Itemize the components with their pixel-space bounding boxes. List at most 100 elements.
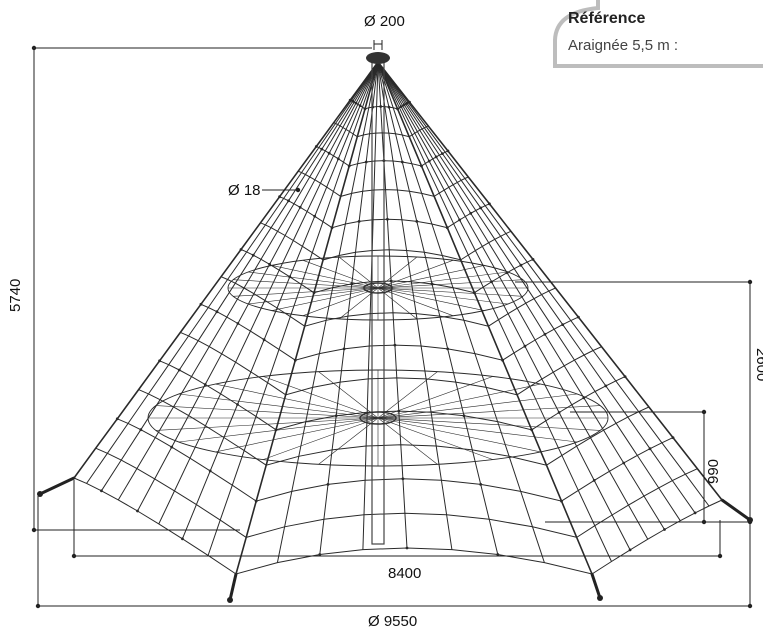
rope-knot <box>560 499 563 503</box>
radial-rope <box>235 61 379 575</box>
anchor-front-right <box>590 573 603 601</box>
rope-knot <box>181 537 184 541</box>
rope-knot <box>488 202 491 206</box>
rope-knot <box>139 428 143 432</box>
radial-rope <box>377 61 681 521</box>
platform-spoke <box>262 417 379 460</box>
platform-spoke <box>377 417 578 443</box>
rope-knot <box>268 262 271 266</box>
rope-knot <box>445 226 449 230</box>
platform-spoke <box>377 287 508 305</box>
rope-knot <box>262 338 266 342</box>
rope-knot <box>287 199 290 203</box>
rope-knot <box>469 211 473 215</box>
rope-knot <box>405 546 409 550</box>
dimension-lines <box>32 40 752 607</box>
rope-knot <box>408 100 411 104</box>
anchor-left <box>37 476 75 497</box>
reference-title: Référence <box>568 10 646 27</box>
rope-knot <box>199 302 203 306</box>
ring-rope <box>73 477 723 575</box>
platform-spoke <box>262 376 379 419</box>
radial-rope <box>117 61 379 501</box>
rope-knot <box>519 263 523 267</box>
rope-knot <box>298 205 302 209</box>
upper-ring <box>363 282 393 294</box>
platform-spoke <box>377 405 601 419</box>
ring-rope <box>333 122 429 138</box>
rope-knot <box>351 99 355 103</box>
rope-diameter-label: Ø 18 <box>228 182 261 199</box>
base-width-label: 8400 <box>388 565 421 582</box>
dimension-endpoints <box>31 45 753 609</box>
top-diameter-label: Ø 200 <box>364 13 405 30</box>
platform-spoke <box>215 383 379 419</box>
platform-spoke <box>271 265 379 289</box>
rope-knot <box>427 159 431 163</box>
platform-spoke <box>377 287 454 316</box>
rope-knot <box>239 248 243 251</box>
rope-knot <box>254 499 258 503</box>
rope-knot <box>496 553 500 556</box>
platform-spoke <box>233 287 379 297</box>
rope-knot <box>441 152 444 156</box>
rope-knot <box>577 315 580 319</box>
rope-knot <box>158 359 162 363</box>
rope-knot <box>358 104 362 107</box>
anchor-right <box>721 498 753 523</box>
rope-knot <box>628 548 632 552</box>
ring-height-label: 990 <box>705 459 722 484</box>
rope-knot <box>648 447 652 451</box>
rope-knot <box>357 220 361 223</box>
rope-knot <box>501 358 504 362</box>
rope-knot <box>420 164 423 168</box>
rope-knot <box>203 383 207 386</box>
rope-knot <box>393 343 397 347</box>
rope-knot <box>561 323 565 326</box>
ring-rope <box>220 276 556 327</box>
platform-spoke <box>318 371 379 419</box>
rope-knot <box>363 107 367 111</box>
rope-knot <box>479 483 483 486</box>
platform-spoke <box>377 417 494 460</box>
rope-knot <box>170 445 174 449</box>
rope-knot <box>330 226 334 230</box>
rope-knot <box>177 368 181 372</box>
platform-spoke <box>178 393 379 419</box>
platform-spoke <box>377 376 494 419</box>
rope-knot <box>348 98 352 102</box>
platform-spoke <box>377 417 541 453</box>
rope-knot <box>523 344 527 348</box>
rope-knot <box>236 403 239 406</box>
radial-rope <box>137 61 379 512</box>
rope-knot <box>327 151 331 155</box>
rope-knot <box>115 417 119 421</box>
rope-knot <box>336 157 340 161</box>
rope-knot <box>208 469 212 473</box>
platform-spoke <box>318 417 379 465</box>
rope-knot <box>399 105 403 108</box>
platform-spoke <box>248 287 379 305</box>
rope-knot <box>671 436 675 439</box>
platform-spoke <box>302 260 379 289</box>
platform-spoke <box>377 417 601 431</box>
total-height-label: 5740 <box>7 279 24 312</box>
rope-knot <box>543 332 547 336</box>
ring-rope <box>260 222 512 261</box>
rope-knot <box>479 206 483 210</box>
rope-knot <box>402 103 406 107</box>
rope-knot <box>531 258 535 261</box>
anchor-front-left <box>227 573 238 603</box>
rope-knot <box>462 414 466 418</box>
platform-spoke <box>155 417 379 431</box>
rope-knot <box>490 280 493 284</box>
total-diameter-label: Ø 9550 <box>368 613 417 630</box>
rope-knot <box>364 160 368 164</box>
platform-spoke <box>377 271 508 289</box>
platform-spoke <box>377 393 578 419</box>
rope-knot <box>693 511 697 515</box>
rope-knot <box>100 489 103 493</box>
platform-spoke <box>377 371 438 419</box>
rope-knot <box>136 509 139 513</box>
top-cap <box>366 52 390 64</box>
